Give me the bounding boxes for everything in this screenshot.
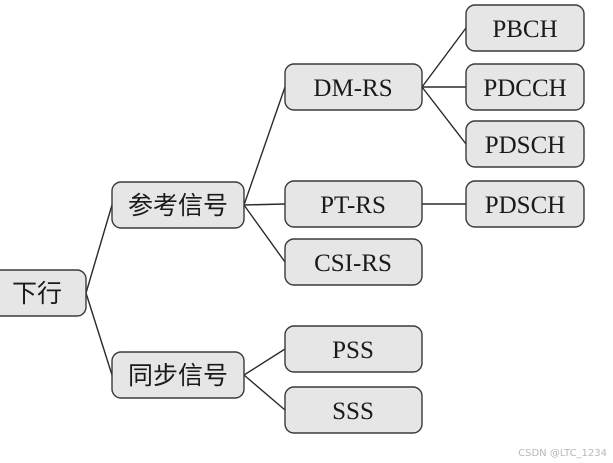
node-dmrs-label: DM-RS <box>313 75 392 102</box>
edge-root-sync <box>85 292 113 376</box>
node-pss-label: PSS <box>332 337 374 364</box>
node-csirs-label: CSI-RS <box>314 250 392 277</box>
node-reference-signals: 参考信号 <box>111 181 245 229</box>
edge-reference-dmrs <box>243 86 286 206</box>
edge-sync-pss <box>243 348 286 376</box>
node-pdcch-label: PDCCH <box>483 75 566 102</box>
node-sync-signals: 同步信号 <box>111 351 245 399</box>
node-pdsch-dmrs: PDSCH <box>465 120 585 168</box>
edge-reference-ptrs <box>243 203 286 206</box>
edge-root-reference <box>85 204 113 294</box>
edge-reference-csirs <box>243 204 286 263</box>
node-sss: SSS <box>284 386 423 434</box>
node-pdcch: PDCCH <box>465 63 585 111</box>
edge-sync-sss <box>243 374 286 411</box>
node-pss: PSS <box>284 325 423 373</box>
edges <box>85 27 467 411</box>
node-ptrs-label: PT-RS <box>320 192 386 219</box>
node-pdsch-ptrs-label: PDSCH <box>485 192 566 219</box>
node-pdsch-dmrs-label: PDSCH <box>485 132 566 159</box>
node-csirs: CSI-RS <box>284 238 423 286</box>
node-ptrs: PT-RS <box>284 180 423 228</box>
edge-dmrs-pbch <box>421 27 467 88</box>
node-pdsch-ptrs: PDSCH <box>465 180 585 228</box>
node-dmrs: DM-RS <box>284 63 423 111</box>
node-sss-label: SSS <box>332 398 374 425</box>
node-pbch: PBCH <box>465 4 585 52</box>
edge-dmrs-pdsch <box>421 86 467 145</box>
node-downlink: 下行 <box>0 269 87 317</box>
node-downlink-label: 下行 <box>12 280 62 308</box>
node-pbch-label: PBCH <box>492 16 557 43</box>
node-sync-signals-label: 同步信号 <box>128 362 228 390</box>
watermark: CSDN @LTC_1234 <box>518 448 607 459</box>
node-reference-signals-label: 参考信号 <box>128 192 228 220</box>
